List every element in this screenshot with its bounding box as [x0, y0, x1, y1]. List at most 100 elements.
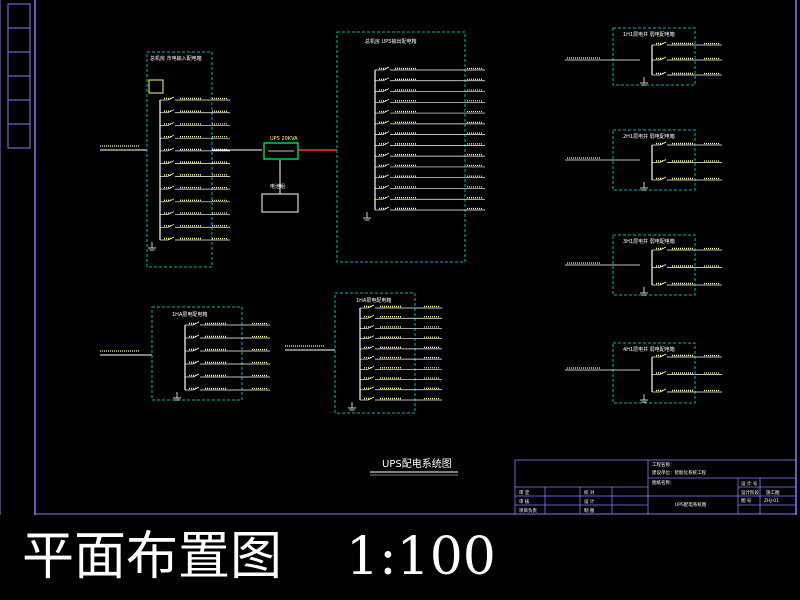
circuit — [375, 131, 485, 135]
tb-project: 工程名称： — [652, 461, 675, 468]
tb-stage-value: 施工图 — [766, 489, 780, 496]
ups-unit: UPS 20KVA 电池组 — [261, 136, 299, 213]
circuit — [375, 109, 485, 114]
circuit — [652, 246, 722, 251]
circuit — [375, 195, 485, 200]
circuit — [360, 335, 442, 340]
circuit — [185, 334, 270, 339]
circuit — [375, 185, 485, 189]
tb-row-1-a: 审 核 — [519, 498, 530, 505]
circuit — [160, 173, 230, 177]
panel-mains-input-title: 总机房 市电输入配电箱 — [150, 55, 202, 62]
panel-floor-2-title: 1HA层电配电箱 — [356, 297, 391, 304]
circuit — [160, 122, 230, 126]
panel-weak-1: 1H1层电井 弱电配电箱 — [612, 27, 722, 86]
circuit — [652, 264, 722, 268]
panel-weak-2: 2H1层电井 弱电配电箱 — [612, 129, 722, 191]
circuit — [375, 174, 485, 179]
tb-design: 图纸名称： — [652, 479, 675, 486]
circuit — [375, 163, 485, 168]
panel-floor-2: 1HA层电配电箱 — [334, 292, 442, 414]
ups-label: UPS 20KVA — [270, 136, 298, 142]
tb-row-2-b: 制 图 — [584, 507, 595, 514]
panel-mains-input: 总机房 市电输入配电箱 — [146, 51, 230, 268]
battery-box — [261, 193, 299, 213]
circuit — [160, 147, 230, 152]
circuit — [185, 386, 270, 391]
panel-floor-1: 1HA层电配电箱 — [151, 306, 270, 401]
tb-row-0-a: 审 定 — [519, 489, 530, 496]
circuit — [160, 223, 230, 228]
circuit — [652, 41, 722, 46]
circuit — [185, 321, 270, 326]
panel-ups-output: 总机房 UPS输出配电箱 — [336, 31, 485, 263]
circuit — [652, 371, 722, 375]
circuit — [360, 304, 442, 309]
panel-ups-output-title: 总机房 UPS输出配电箱 — [365, 38, 416, 45]
circuit — [185, 347, 270, 352]
circuit — [160, 198, 230, 203]
circuit — [652, 281, 722, 286]
circuit — [652, 159, 722, 163]
tb-design-stage: 设计阶段 — [741, 489, 759, 496]
circuit — [375, 77, 485, 82]
circuit — [185, 373, 270, 378]
tb-drawing: UPS配电系统图 — [675, 501, 707, 508]
circuit — [160, 134, 230, 139]
circuit — [652, 56, 722, 61]
circuit — [160, 160, 230, 164]
circuit — [375, 88, 485, 92]
caption-bar: 平面布置图 1:100 — [0, 515, 800, 600]
circuit — [160, 236, 230, 241]
panel-weak-3: 3H1层电井 弱电配电箱 — [612, 234, 722, 296]
circuit — [652, 388, 722, 393]
tb-sheet-value: ZHJ-01 — [764, 498, 779, 504]
panel-weak-3-title: 3H1层电井 弱电配电箱 — [623, 238, 675, 245]
tb-design-no: 设 计 号 — [741, 480, 758, 487]
caption-plan-title: 平面布置图 — [22, 527, 283, 587]
panel-weak-4: 4H1层电井 弱电配电箱 — [612, 342, 722, 404]
circuit — [360, 376, 442, 380]
circuit — [375, 120, 485, 125]
battery-label: 电池组 — [270, 183, 285, 190]
circuit — [652, 141, 722, 146]
tb-row-2-a: 项目负责 — [519, 507, 537, 514]
circuit — [652, 71, 722, 76]
circuit — [160, 211, 230, 215]
caption-scale: 1:100 — [346, 527, 496, 587]
circuit — [375, 206, 485, 211]
circuit — [185, 360, 270, 365]
panel-floor-1-title: 1HA层电配电箱 — [172, 311, 207, 318]
circuit — [360, 355, 442, 360]
circuit — [160, 185, 230, 190]
feeder-lines — [100, 149, 337, 356]
circuit — [360, 345, 442, 350]
circuit — [652, 176, 722, 181]
circuit — [652, 353, 722, 358]
panel-weak-4-title: 4H1层电井 弱电配电箱 — [623, 346, 675, 353]
circuit — [375, 98, 485, 103]
title-block — [514, 459, 797, 515]
circuit — [360, 325, 442, 329]
panel-weak-1-title: 1H1层电井 弱电配电箱 — [623, 31, 675, 38]
cad-drawing-area: UPS 20KVA 电池组 UPS配电系统图 工程名称： 建设单位：智能化系统工… — [0, 0, 797, 515]
title-block-text: 工程名称： 建设单位：智能化系统工程 图纸名称： UPS配电系统图 设 计 号 … — [519, 461, 780, 514]
circuit — [360, 386, 442, 391]
tb-subproject: 建设单位：智能化系统工程 — [652, 469, 706, 476]
tb-row-1-b: 设 计 — [584, 498, 595, 505]
circuit — [360, 396, 442, 401]
circuit — [375, 66, 485, 71]
drawing-title: UPS配电系统图 — [382, 457, 452, 470]
circuit — [360, 366, 442, 370]
ups-distribution-diagram: UPS 20KVA 电池组 UPS配电系统图 工程名称： 建设单位：智能化系统工… — [0, 0, 797, 515]
meter-icon — [148, 79, 164, 94]
drawing-title-group: UPS配电系统图 — [370, 457, 458, 476]
circuit — [360, 314, 442, 319]
binding-strip — [7, 3, 31, 149]
tb-row-0-b: 校 对 — [584, 489, 595, 496]
tb-sheet-no: 图 号 — [741, 498, 752, 504]
circuit — [160, 96, 230, 101]
circuit — [375, 142, 485, 146]
panel-weak-2-title: 2H1层电井 弱电配电箱 — [623, 133, 675, 140]
circuit — [375, 152, 485, 157]
